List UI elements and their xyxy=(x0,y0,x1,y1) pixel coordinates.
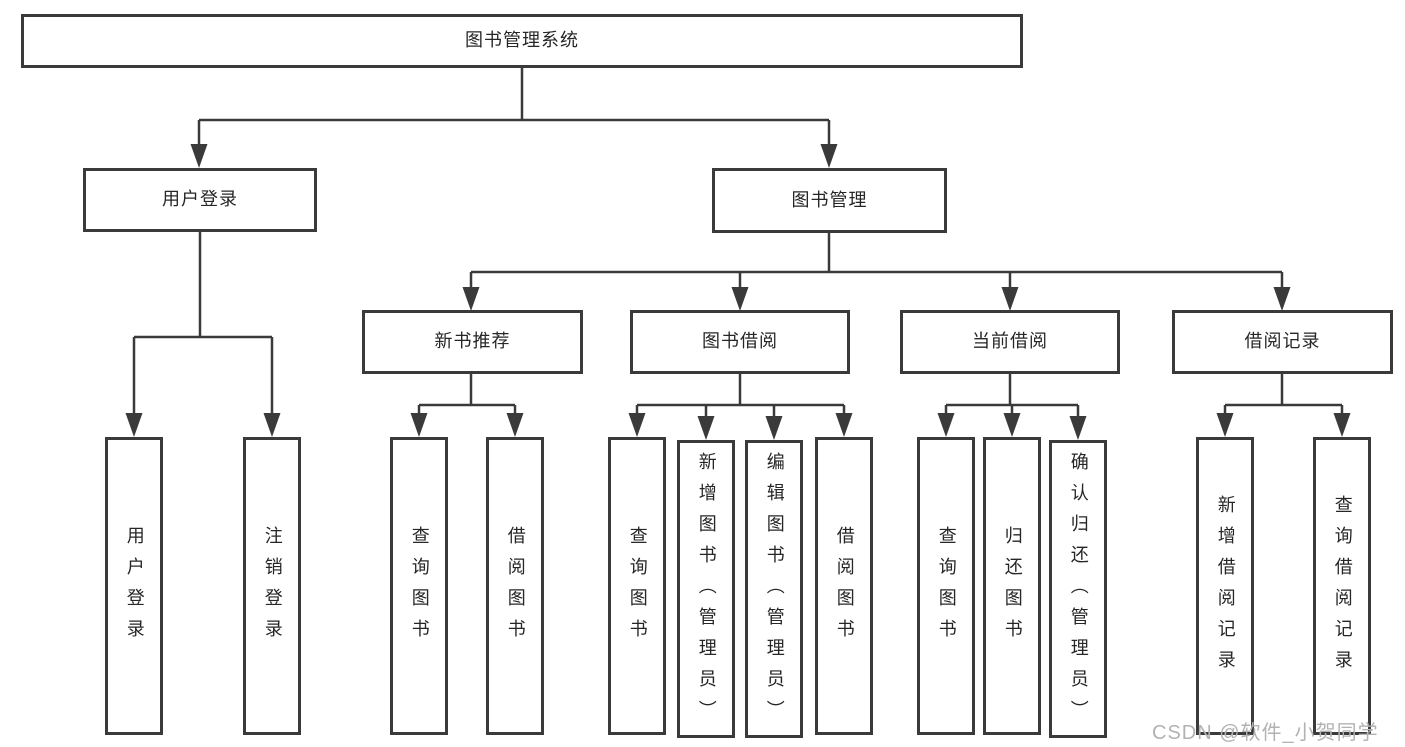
node-edit-books-admin: 编辑图书（管理员） xyxy=(745,440,803,738)
node-borrowing-records: 借阅记录 xyxy=(1172,310,1393,374)
node-new-book-recommend: 新书推荐 xyxy=(362,310,583,374)
node-library-system: 图书管理系统 xyxy=(21,14,1023,68)
node-borrow-books-leaf: 借阅图书 xyxy=(815,437,873,735)
node-book-management: 图书管理 xyxy=(712,168,947,233)
node-current-borrowing: 当前借阅 xyxy=(900,310,1120,374)
node-add-borrow-record: 新增借阅记录 xyxy=(1196,437,1254,735)
node-confirm-return-admin: 确认归还（管理员） xyxy=(1049,440,1107,738)
watermark: CSDN @软件_小贺同学 xyxy=(1152,722,1379,744)
node-logout: 注销登录 xyxy=(243,437,301,735)
node-add-books-admin: 新增图书（管理员） xyxy=(677,440,735,738)
node-user-login: 用户登录 xyxy=(83,168,317,232)
node-borrow-books-recommend: 借阅图书 xyxy=(486,437,544,735)
node-query-books-current: 查询图书 xyxy=(917,437,975,735)
node-book-borrowing: 图书借阅 xyxy=(630,310,850,374)
node-query-books-borrowing: 查询图书 xyxy=(608,437,666,735)
node-return-books: 归还图书 xyxy=(983,437,1041,735)
node-query-borrow-record: 查询借阅记录 xyxy=(1313,437,1371,735)
node-user-login-leaf: 用户登录 xyxy=(105,437,163,735)
node-query-books-recommend: 查询图书 xyxy=(390,437,448,735)
